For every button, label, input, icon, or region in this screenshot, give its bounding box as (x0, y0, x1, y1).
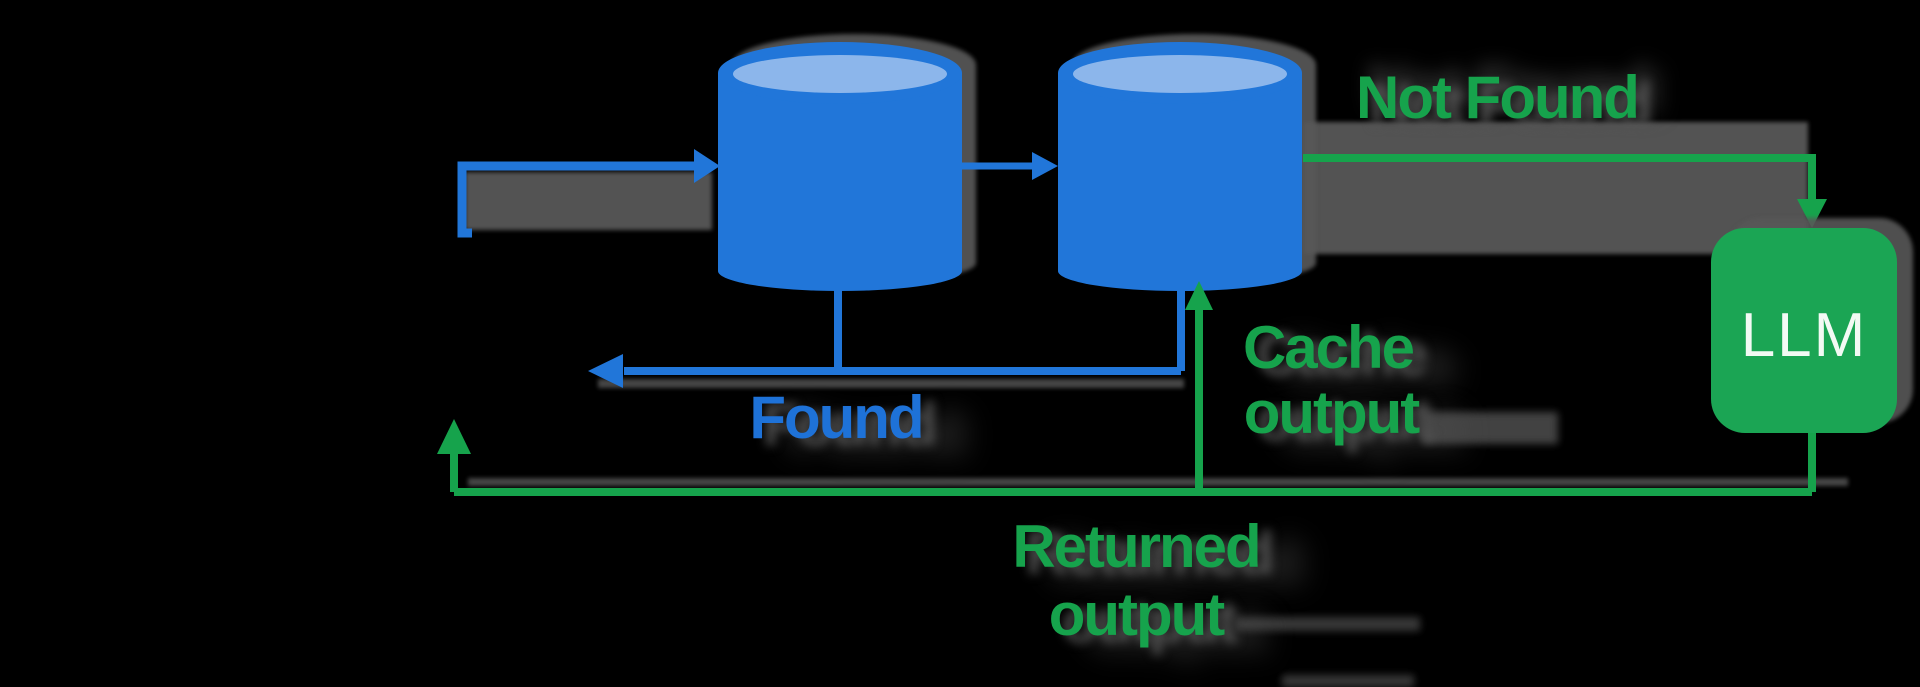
input-arrow-line (457, 161, 696, 238)
shadow-line-returned (468, 478, 1848, 486)
cylinder-top-face (733, 55, 947, 93)
llm-label: LLM (1741, 301, 1868, 370)
shadow-blob-input-arrow (465, 172, 712, 230)
found-path-line (624, 286, 1185, 375)
edge-labels: Found Not Found Cache output Returned ou… (749, 64, 1640, 648)
not-found-arrowhead-down-icon (1797, 199, 1827, 228)
cylinder-body (1058, 73, 1302, 271)
found-arrowhead-left-icon (588, 354, 623, 388)
cylinder-body (718, 73, 962, 271)
database-cylinder-icon (1058, 42, 1302, 291)
database-cylinder-icon (718, 42, 962, 291)
not-found-label: Not Found (1356, 64, 1638, 131)
cache-output-arrowhead-up-icon (1185, 281, 1213, 310)
returned-output-label: Returned output (1012, 513, 1261, 648)
shadow-line-found (598, 379, 1184, 388)
db-connector-arrowhead-right-icon (1032, 152, 1058, 180)
shadow-blob-notfound-arrow (1304, 122, 1808, 254)
llm-box (1711, 228, 1897, 433)
returned-output-path-line (450, 432, 1816, 496)
shadow-smear-cache-output (1423, 412, 1558, 444)
input-arrowhead-right-icon (694, 149, 720, 183)
returned-output-label-line1: Returned (1012, 513, 1259, 580)
returned-output-label-line2: output (1049, 581, 1226, 648)
cache-output-label: Cache output (1243, 314, 1422, 446)
found-label: Found (749, 384, 922, 451)
shadow-layer (465, 122, 1848, 687)
shadow-smear-bottom-edge (1282, 675, 1414, 687)
green-edges (437, 154, 1827, 496)
llm-node: LLM (1711, 218, 1913, 433)
cache-output-label-line1: Cache (1243, 314, 1414, 381)
cache-db-primary (718, 34, 976, 291)
shadow-smear-returned-output (1235, 617, 1420, 631)
not-found-path-line (1303, 154, 1816, 201)
cylinder-top-face (1073, 55, 1287, 93)
cache-output-label-line2: output (1244, 379, 1421, 446)
cache-db-secondary (1058, 34, 1316, 291)
returned-output-arrowhead-up-icon (437, 419, 471, 454)
blue-edges (457, 149, 1185, 388)
